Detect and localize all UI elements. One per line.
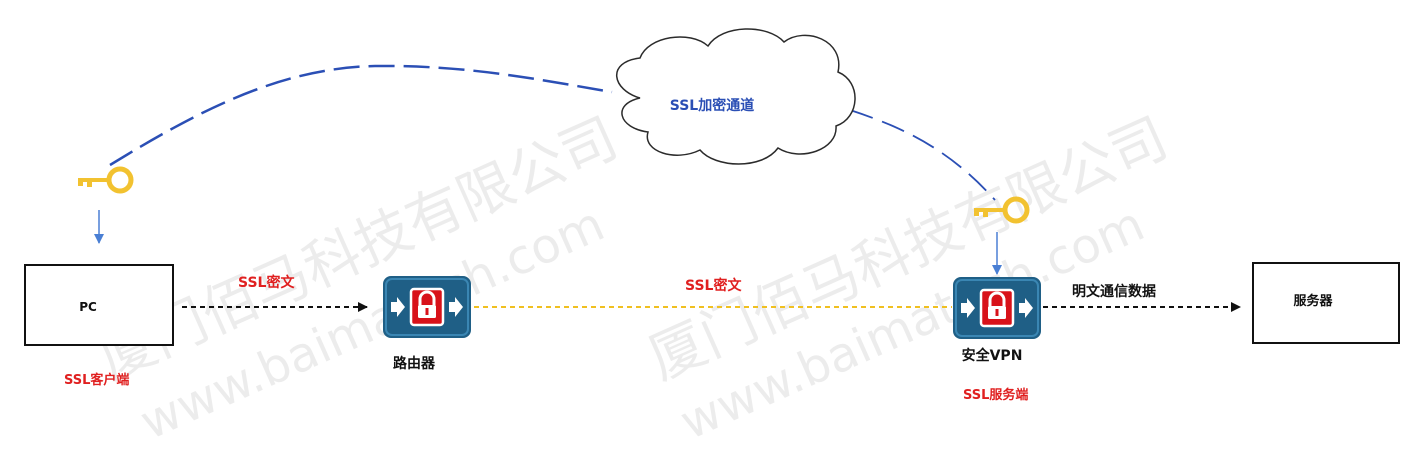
pc-label: PC xyxy=(79,300,97,314)
cipher-middle-label: SSL密文 xyxy=(685,277,742,294)
vpn-label: 安全VPN xyxy=(962,347,1023,364)
vpn-lock-icon xyxy=(951,275,1043,341)
cloud-shape: SSL加密通道 xyxy=(616,28,856,165)
server-node: 服务器 xyxy=(1252,262,1400,344)
ssl-server-label: SSL服务端 xyxy=(963,387,1028,403)
tunnel-label: SSL加密通道 xyxy=(670,97,754,114)
ssl-client-label: SSL客户端 xyxy=(64,372,129,388)
server-label: 服务器 xyxy=(1293,293,1333,309)
ssl-tunnel-line-left xyxy=(109,64,613,167)
cipher-left-label: SSL密文 xyxy=(238,274,295,291)
key-icon-client xyxy=(78,169,131,191)
pc-node: PC xyxy=(24,264,174,346)
ssl-tunnel-line-right xyxy=(849,109,996,201)
router-lock-icon xyxy=(381,274,473,340)
plaintext-label: 明文通信数据 xyxy=(1072,283,1156,300)
router-label: 路由器 xyxy=(393,355,436,372)
